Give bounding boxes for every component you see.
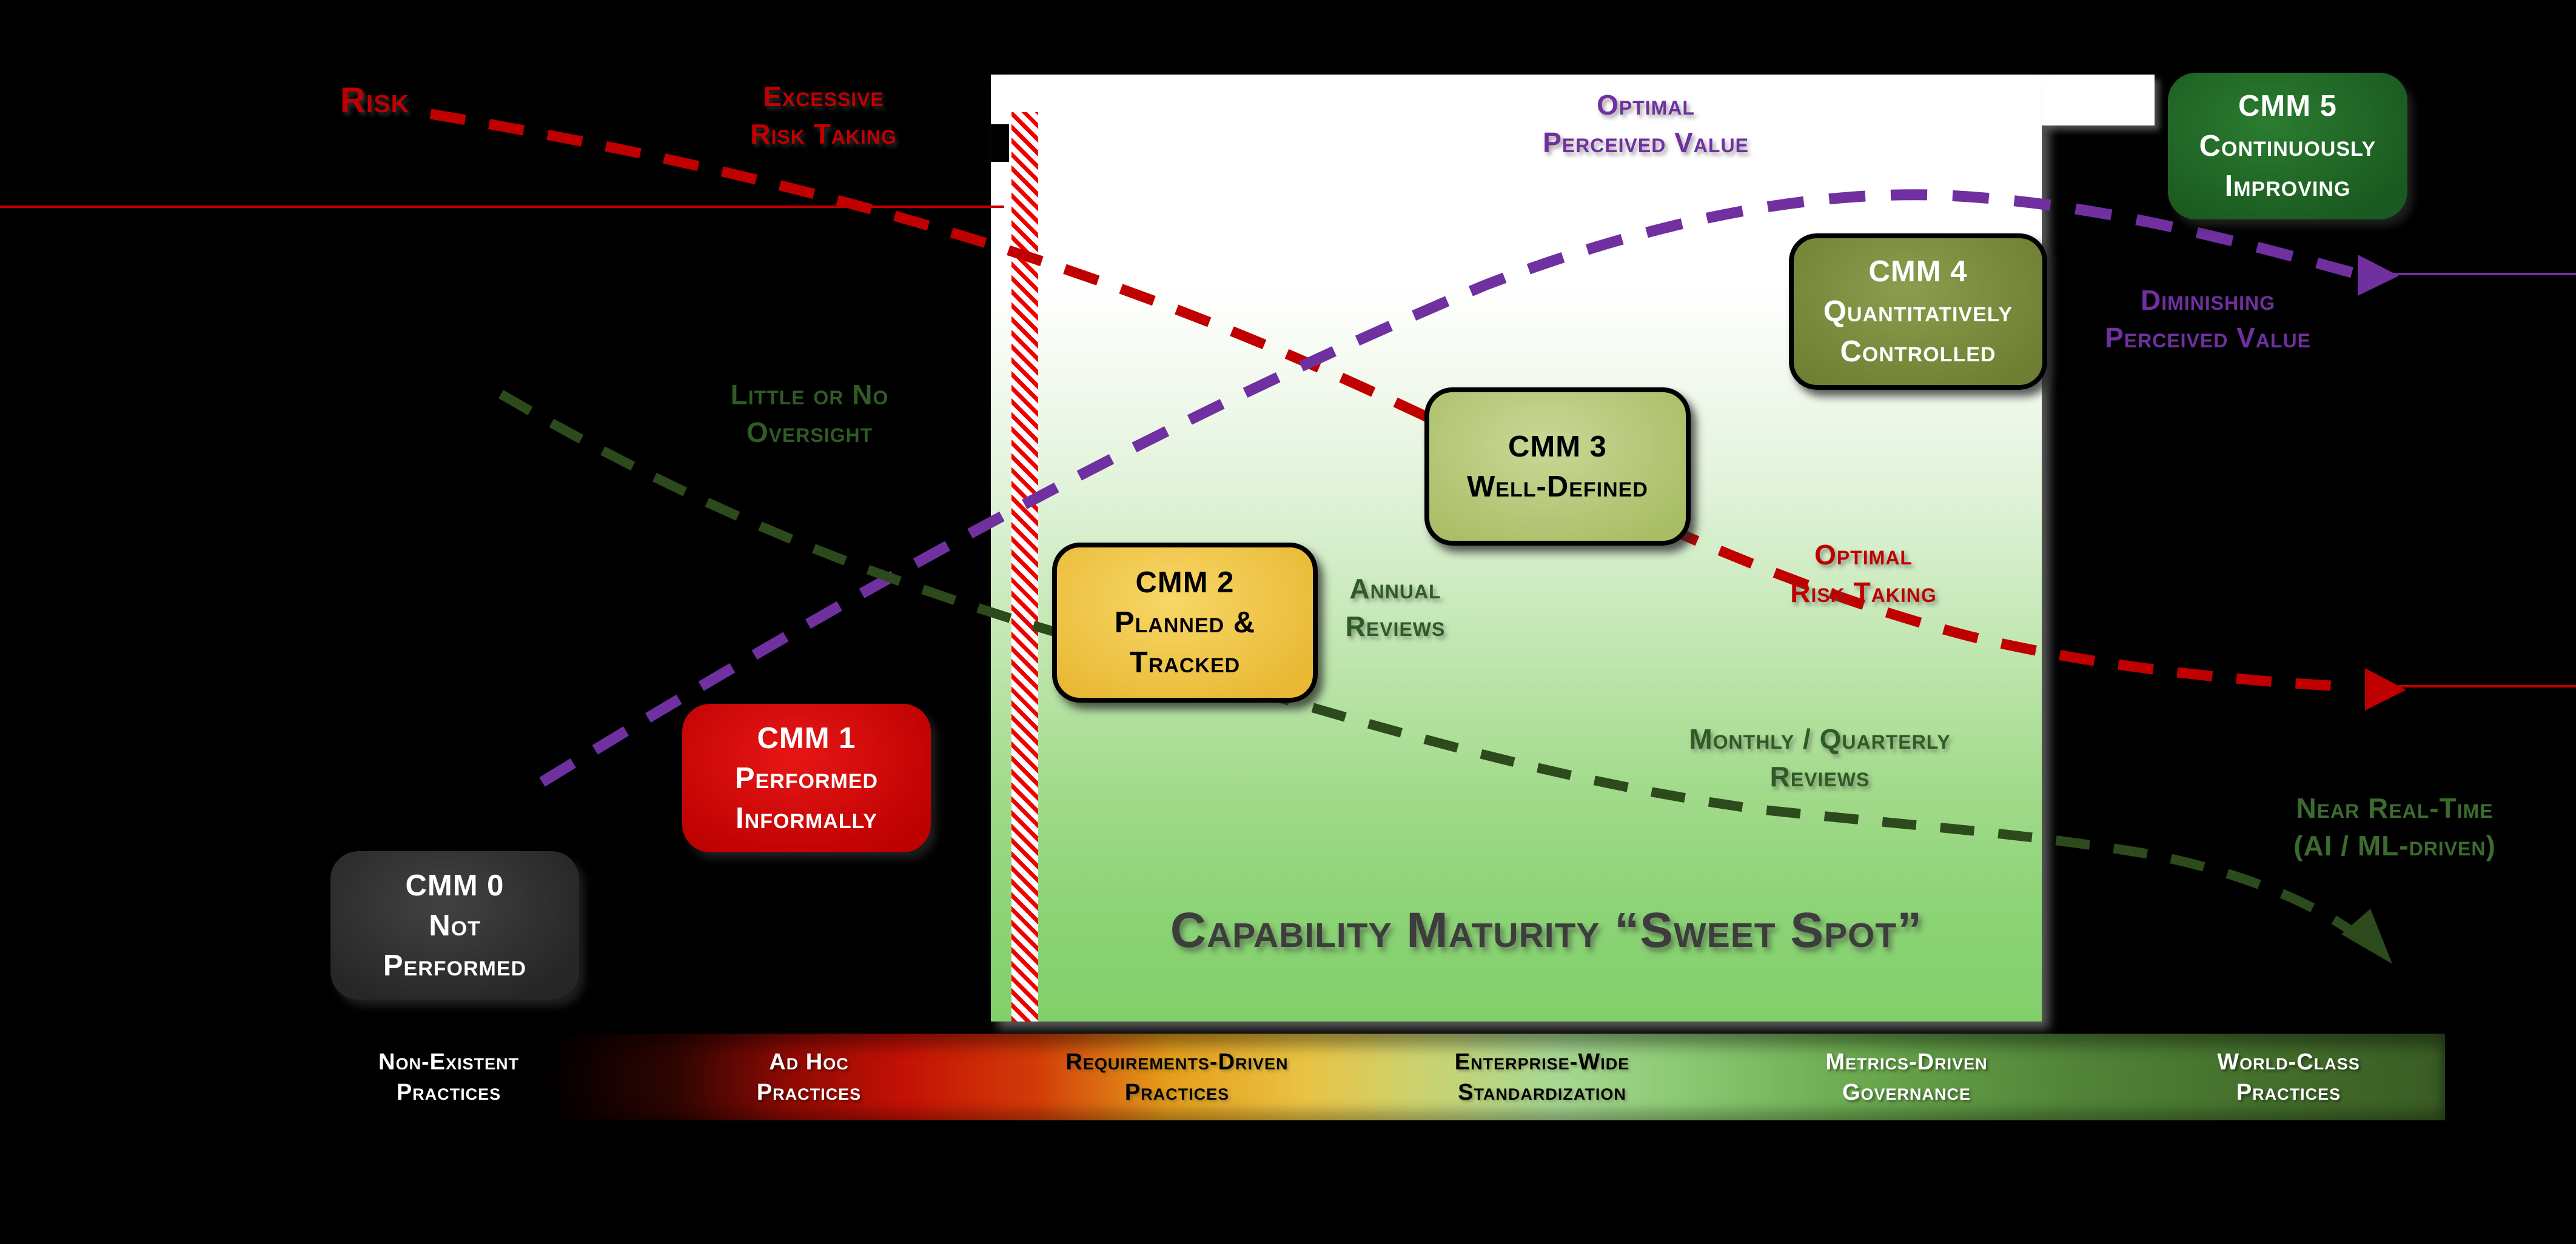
cmm0-box: CMM 0 Not Performed — [330, 851, 579, 1000]
monthly-quarterly-reviews-label: Monthly / Quarterly Reviews — [1602, 720, 2038, 795]
optimal-risk-taking-line1: Optimal — [1814, 539, 1913, 570]
monthly-quarterly-reviews-line2: Reviews — [1769, 761, 1870, 792]
bar-label-non-existent: Non-Existent Practices — [255, 1034, 643, 1120]
oversight-arrowhead-icon — [2341, 909, 2392, 964]
bar-label-ad-hoc-line2: Practices — [756, 1079, 862, 1105]
bar-label-metrics-driven-line2: Governance — [1842, 1079, 1971, 1105]
bar-label-world-class-line1: World-Class — [2217, 1049, 2360, 1075]
cmm1-desc-line1: Performed — [734, 761, 879, 795]
little-or-no-oversight-label: Little or No Oversight — [628, 376, 991, 451]
optimal-risk-taking-label: Optimal Risk Taking — [1682, 536, 2045, 611]
cmm2-title: CMM 2 — [1135, 566, 1235, 599]
cmm3-desc-line1: Well-Defined — [1467, 470, 1648, 503]
optimal-perceived-value-label: Optimal Perceived Value — [1464, 86, 1828, 161]
cmm5-title: CMM 5 — [2238, 90, 2337, 122]
cmm5-desc-line1: Continuously — [2199, 130, 2376, 162]
little-or-no-oversight-line1: Little or No — [730, 379, 889, 410]
near-real-time-line1: Near Real-Time — [2296, 792, 2494, 824]
cmm2-box: CMM 2 Planned & Tracked — [1052, 543, 1318, 703]
bar-label-requirements-driven-line1: Requirements-Driven — [1065, 1049, 1289, 1075]
annual-reviews-line1: Annual — [1349, 573, 1441, 604]
diminishing-perceived-value-line1: Diminishing — [2140, 284, 2275, 316]
cmm1-title: CMM 1 — [757, 721, 856, 755]
annual-reviews-label: Annual Reviews — [1213, 570, 1577, 645]
cmm0-desc-line1: Not — [429, 909, 481, 942]
cmm3-title: CMM 3 — [1508, 430, 1607, 463]
diminishing-perceived-value-label: Diminishing Perceived Value — [2026, 281, 2390, 356]
bar-label-world-class: World-Class Practices — [2095, 1034, 2483, 1120]
cmm5-box: CMM 5 Continuously Improving — [2168, 73, 2407, 219]
annual-reviews-line2: Reviews — [1345, 610, 1446, 642]
optimal-perceived-value-line2: Perceived Value — [1543, 127, 1749, 158]
cmm2-desc-line1: Planned & — [1114, 606, 1256, 639]
risk-arrowhead-icon — [2365, 668, 2406, 711]
bar-label-metrics-driven-line1: Metrics-Driven — [1825, 1049, 1988, 1075]
excessive-risk-label: Excessive Risk Taking — [642, 78, 1005, 153]
perceived-value-arrowhead-icon — [2358, 255, 2399, 296]
little-or-no-oversight-line2: Oversight — [746, 416, 873, 448]
monthly-quarterly-reviews-line1: Monthly / Quarterly — [1689, 723, 1951, 755]
bar-label-non-existent-line1: Non-Existent — [378, 1049, 519, 1075]
cmm1-box: CMM 1 Performed Informally — [682, 704, 931, 852]
bar-label-world-class-line2: Practices — [2236, 1079, 2341, 1105]
bar-label-metrics-driven: Metrics-Driven Governance — [1712, 1034, 2101, 1120]
diagram-title: Capability Maturity “Sweet Spot” — [1170, 903, 1923, 958]
bar-label-ad-hoc: Ad Hoc Practices — [615, 1034, 1003, 1120]
cmm0-desc-line2: Performed — [383, 949, 527, 982]
plot-area-top-right-tab — [2042, 75, 2155, 125]
near-real-time-line2: (AI / ML-driven) — [2293, 830, 2496, 861]
cmm4-desc-line1: Quantitatively — [1823, 295, 2013, 328]
cmm4-title: CMM 4 — [1868, 255, 1968, 288]
cmm2-desc-line2: Tracked — [1129, 646, 1241, 679]
cmm4-box: CMM 4 Quantitatively Controlled — [1789, 233, 2047, 390]
bar-label-enterprise-wide-line1: Enterprise-Wide — [1454, 1049, 1630, 1075]
bar-label-enterprise-wide-line2: Standardization — [1458, 1079, 1626, 1105]
y-axis-mark — [991, 124, 1009, 162]
cmm1-desc-line2: Informally — [736, 801, 877, 835]
excessive-risk-label-line1: Excessive — [763, 81, 884, 112]
bar-label-requirements-driven: Requirements-Driven Practices — [983, 1034, 1371, 1120]
bar-label-ad-hoc-line1: Ad Hoc — [769, 1049, 849, 1075]
optimal-risk-taking-line2: Risk Taking — [1790, 577, 1937, 608]
oversight-curve — [498, 390, 2368, 945]
bar-label-enterprise-wide: Enterprise-Wide Standardization — [1348, 1034, 1736, 1120]
excessive-risk-label-line2: Risk Taking — [750, 118, 897, 150]
risk-axis-label: Risk — [340, 81, 410, 120]
cmm3-box: CMM 3 Well-Defined — [1424, 387, 1691, 546]
optimal-perceived-value-line1: Optimal — [1597, 89, 1695, 121]
diminishing-perceived-value-line2: Perceived Value — [2105, 322, 2311, 353]
cmm4-desc-line2: Controlled — [1840, 335, 1996, 368]
perceived-value-curve — [539, 189, 2355, 787]
near-real-time-label: Near Real-Time (AI / ML-driven) — [2176, 789, 2576, 864]
maturity-gradient-bar — [542, 1034, 2445, 1120]
cmm5-desc-line2: Improving — [2224, 170, 2351, 202]
bar-label-non-existent-line2: Practices — [396, 1079, 501, 1105]
bar-label-requirements-driven-line2: Practices — [1124, 1079, 1230, 1105]
cmm0-title: CMM 0 — [405, 869, 505, 902]
